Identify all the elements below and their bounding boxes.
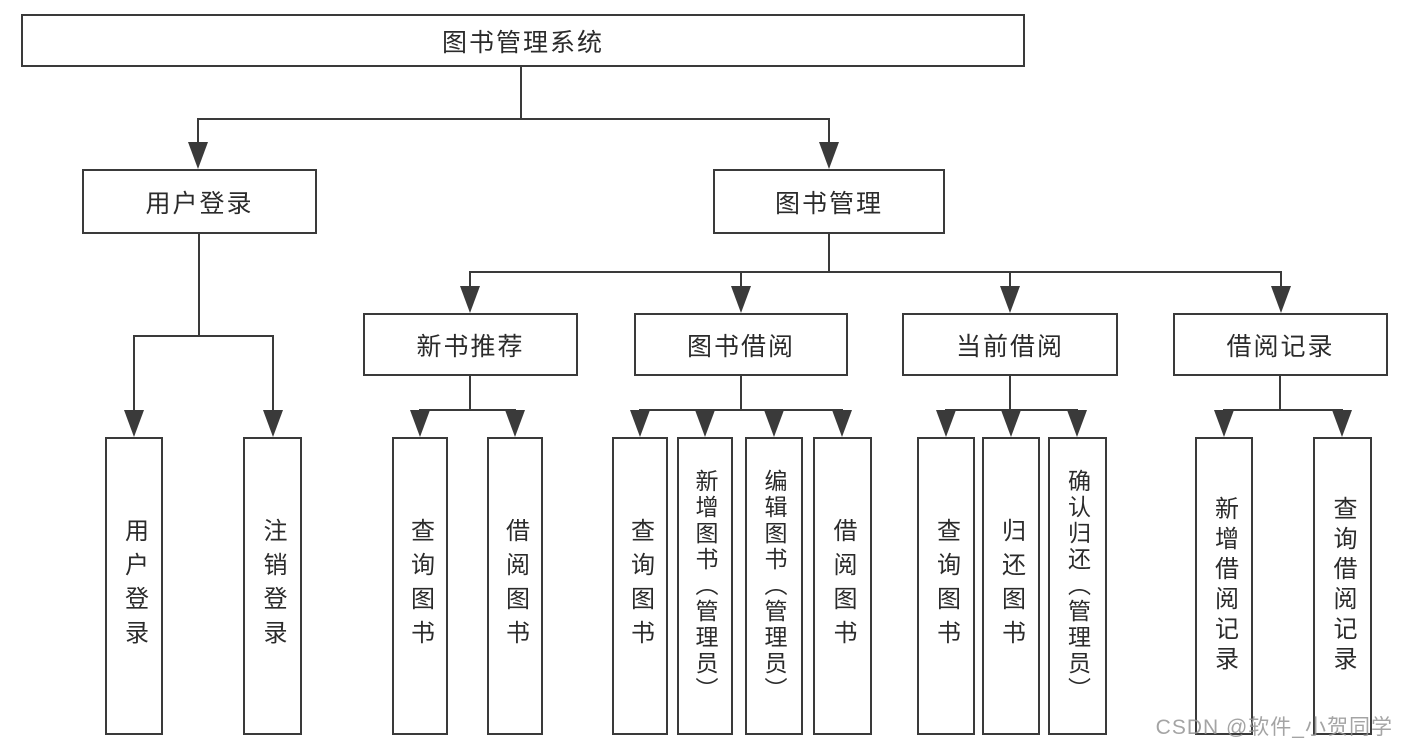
node-user-login-label: 用户登录: [145, 189, 254, 218]
leaf-br-add-record: 新增借阅记录: [1195, 437, 1253, 735]
connector-user-login-branch: [133, 335, 274, 337]
leaf-br-query-record-label: 查询借阅记录: [1329, 496, 1356, 676]
connector-nb-stem: [469, 376, 471, 409]
arrowhead-cb-confirm-return: [1067, 410, 1087, 437]
arrowhead-book-borrow: [731, 286, 751, 313]
leaf-cb-return-book: 归还图书: [982, 437, 1040, 735]
connector-borrow-records-drop: [1280, 271, 1282, 286]
connector-l1-right-drop: [828, 118, 830, 142]
node-user-login: 用户登录: [82, 169, 317, 234]
node-book-management: 图书管理: [713, 169, 945, 234]
connector-l1-branch: [197, 118, 830, 120]
arrowhead-book-management: [819, 142, 839, 169]
node-borrow-records: 借阅记录: [1173, 313, 1388, 376]
leaf-nb-query-book: 查询图书: [392, 437, 448, 735]
arrowhead-cb-return-book: [1001, 410, 1021, 437]
arrowhead-bw-add-book: [695, 410, 715, 437]
connector-bw-branch: [639, 409, 843, 411]
arrowhead-current-borrow: [1000, 286, 1020, 313]
arrowhead-nb-query-book: [410, 410, 430, 437]
leaf-bw-query-book: 查询图书: [612, 437, 668, 735]
leaf-logout: 注销登录: [243, 437, 302, 735]
arrowhead-cb-query-book: [936, 410, 956, 437]
connector-br-branch: [1223, 409, 1343, 411]
arrowhead-br-query-record: [1332, 410, 1352, 437]
arrowhead-bw-edit-book: [764, 410, 784, 437]
leaf-bw-query-book-label: 查询图书: [626, 518, 654, 654]
node-root: 图书管理系统: [21, 14, 1025, 67]
connector-user-login-stem: [198, 234, 200, 335]
arrowhead-leaf-user-login: [124, 410, 144, 437]
leaf-logout-label: 注销登录: [259, 518, 286, 654]
node-borrow-records-label: 借阅记录: [1226, 332, 1335, 361]
leaf-nb-query-book-label: 查询图书: [406, 518, 434, 654]
connector-bw-stem: [740, 376, 742, 409]
connector-cb-stem: [1009, 376, 1011, 409]
arrowhead-new-book-recommend: [460, 286, 480, 313]
node-new-book-recommend: 新书推荐: [363, 313, 578, 376]
leaf-bw-add-book-admin-label: 新增图书（管理员）: [692, 469, 718, 703]
node-book-management-label: 图书管理: [774, 189, 883, 218]
connector-l3-branch: [469, 271, 1282, 273]
leaf-bw-edit-book-admin: 编辑图书（管理员）: [745, 437, 803, 735]
node-new-book-recommend-label: 新书推荐: [416, 332, 525, 361]
leaf-bw-edit-book-admin-label: 编辑图书（管理员）: [761, 469, 787, 703]
leaf-user-login: 用户登录: [105, 437, 163, 735]
arrowhead-borrow-records: [1271, 286, 1291, 313]
connector-book-borrow-drop: [740, 271, 742, 286]
arrowhead-bw-borrow-book: [832, 410, 852, 437]
node-book-borrow-label: 图书借阅: [686, 332, 795, 361]
leaf-nb-borrow-book-label: 借阅图书: [501, 518, 529, 654]
leaf-bw-borrow-book-label: 借阅图书: [829, 518, 856, 654]
node-current-borrow: 当前借阅: [902, 313, 1118, 376]
connector-current-borrow-drop: [1009, 271, 1011, 286]
leaf-cb-confirm-return-admin-label: 确认归还（管理员）: [1064, 469, 1091, 703]
leaf-nb-borrow-book: 借阅图书: [487, 437, 543, 735]
leaf-cb-confirm-return-admin: 确认归还（管理员）: [1048, 437, 1107, 735]
leaf-bw-borrow-book: 借阅图书: [813, 437, 872, 735]
arrowhead-nb-borrow-book: [505, 410, 525, 437]
leaf-cb-query-book: 查询图书: [917, 437, 975, 735]
arrowhead-leaf-logout: [263, 410, 283, 437]
connector-leaf-user-login-drop: [133, 335, 135, 410]
node-current-borrow-label: 当前借阅: [955, 332, 1064, 361]
connector-nb-branch: [419, 409, 516, 411]
connector-root-stem: [520, 67, 522, 118]
leaf-br-add-record-label: 新增借阅记录: [1210, 496, 1238, 676]
connector-br-stem: [1279, 376, 1281, 409]
arrowhead-bw-query-book: [630, 410, 650, 437]
leaf-user-login-label: 用户登录: [120, 518, 148, 654]
leaf-cb-query-book-label: 查询图书: [932, 518, 960, 654]
connector-new-book-drop: [469, 271, 471, 286]
arrowhead-user-login: [188, 142, 208, 169]
arrowhead-br-add-record: [1214, 410, 1234, 437]
csdn-watermark: CSDN @软件_小贺同学: [1155, 716, 1393, 739]
node-book-borrow: 图书借阅: [634, 313, 848, 376]
leaf-cb-return-book-label: 归还图书: [997, 518, 1025, 654]
connector-l1-left-drop: [197, 118, 199, 142]
node-root-label: 图书管理系统: [441, 28, 604, 57]
connector-book-management-stem: [828, 234, 830, 271]
connector-leaf-logout-drop: [272, 335, 274, 410]
leaf-br-query-record: 查询借阅记录: [1313, 437, 1372, 735]
leaf-bw-add-book-admin: 新增图书（管理员）: [677, 437, 733, 735]
